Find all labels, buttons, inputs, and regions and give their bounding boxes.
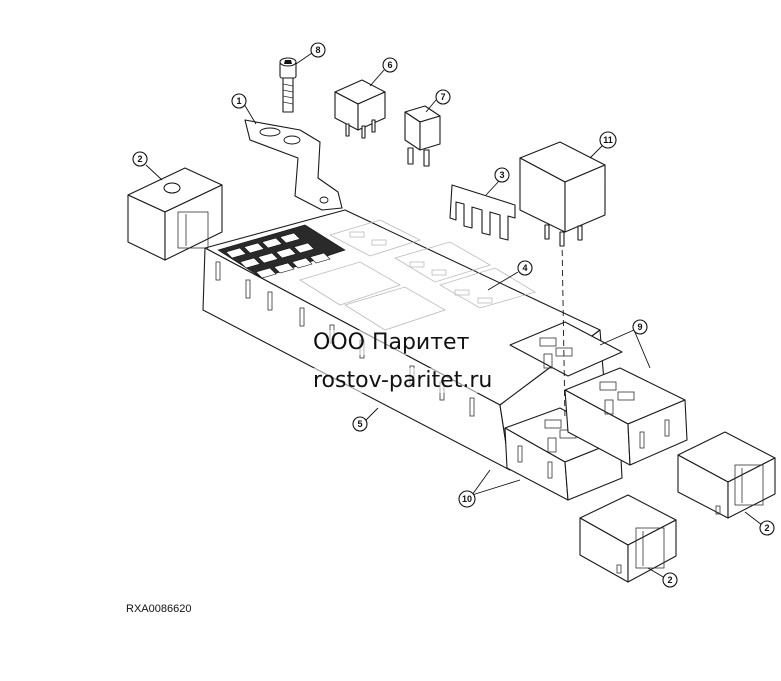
- svg-text:10: 10: [462, 494, 472, 504]
- mounting-bracket: [244, 119, 343, 211]
- svg-text:9: 9: [637, 322, 642, 332]
- relay-base-top: [509, 321, 623, 377]
- callout-2-right-upper: 2: [759, 520, 775, 536]
- callout-8: 8: [310, 42, 326, 58]
- cover-bottom-right-upper: [677, 431, 776, 519]
- fuse-slots-mid: [299, 219, 536, 331]
- callout-7: 7: [435, 89, 451, 105]
- callout-2-right-lower: 2: [662, 572, 678, 588]
- callout-6: 6: [382, 57, 398, 73]
- fuse-array: [217, 224, 346, 279]
- large-relay: [519, 141, 606, 247]
- svg-text:5: 5: [357, 419, 362, 429]
- svg-text:2: 2: [764, 523, 769, 533]
- cover-top-left: [127, 167, 223, 261]
- svg-text:11: 11: [603, 135, 613, 145]
- relay-base-left: [504, 407, 623, 501]
- leader-lines: [145, 52, 763, 579]
- bolt: [279, 57, 297, 113]
- watermark-url: rostov-paritet.ru: [311, 368, 495, 393]
- callout-1: 1: [231, 93, 247, 109]
- callout-2-top-left: 2: [132, 151, 148, 167]
- svg-text:8: 8: [315, 45, 320, 55]
- svg-text:6: 6: [387, 60, 392, 70]
- callout-3: 3: [494, 167, 510, 183]
- reference-code: RXA0086620: [126, 603, 192, 615]
- blade-fuse: [404, 105, 441, 167]
- svg-text:3: 3: [499, 170, 504, 180]
- svg-text:1: 1: [236, 96, 241, 106]
- svg-text:4: 4: [522, 263, 527, 273]
- cover-bottom-right-lower: [579, 494, 677, 583]
- jumper-bar: [449, 184, 516, 241]
- watermark-company: ООО Паритет: [311, 330, 472, 355]
- callout-5: 5: [352, 416, 368, 432]
- callout-10: 10: [458, 490, 476, 508]
- mini-relay: [334, 79, 386, 139]
- svg-text:2: 2: [667, 575, 672, 585]
- callout-9: 9: [632, 319, 648, 335]
- callout-4: 4: [517, 260, 533, 276]
- relay-base-right: [564, 367, 688, 466]
- svg-text:7: 7: [440, 92, 445, 102]
- svg-text:2: 2: [137, 154, 142, 164]
- callout-11: 11: [599, 131, 617, 149]
- assembly-guide-line: [561, 239, 566, 421]
